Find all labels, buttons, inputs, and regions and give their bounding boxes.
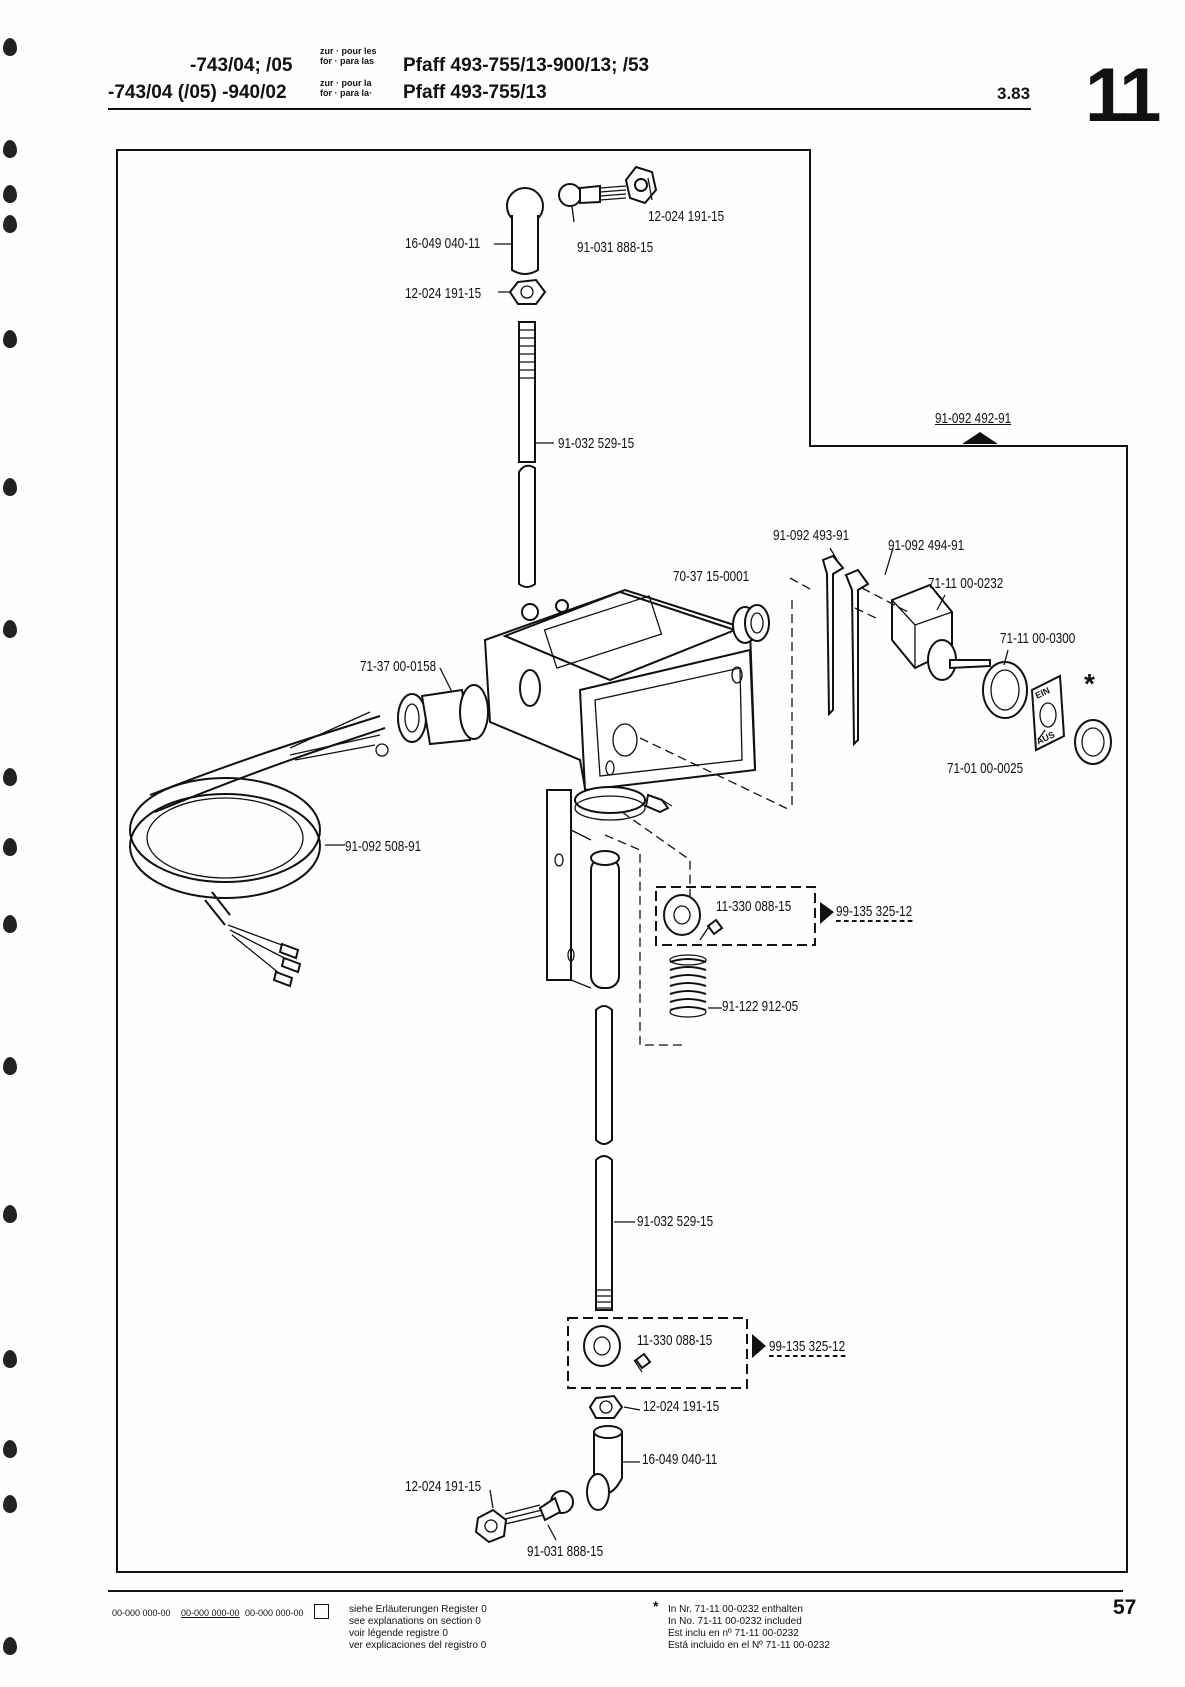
toggle-switch	[891, 583, 991, 681]
header-date: 3.83	[997, 84, 1031, 103]
switch-plate	[1030, 674, 1066, 752]
part-label: 12-024 191-15	[648, 208, 725, 225]
switch-housing	[483, 588, 757, 821]
part-label: 12-024 191-15	[405, 1478, 482, 1495]
ball-joint-top	[506, 165, 658, 275]
header-models-2: -743/04 (/05) -940/02	[108, 82, 287, 103]
arrow-right-upper	[820, 902, 834, 924]
binder-holes	[3, 0, 28, 1687]
section-number: 11	[1085, 53, 1161, 138]
set-collar-upper	[663, 894, 724, 936]
subassembly-box-upper	[655, 886, 816, 946]
part-label: 11-330 088-15	[716, 898, 792, 915]
part-label: 71-01 00-0025	[947, 760, 1024, 777]
rod-upper	[518, 321, 536, 588]
part-label: 91-031 888-15	[527, 1543, 604, 1560]
header-machine-2: Pfaff 493-755/13	[403, 82, 547, 103]
part-label: 12-024 191-15	[405, 285, 482, 302]
part-label: 70-37 15-0001	[673, 568, 750, 585]
legend-code: 00-000 000-00	[181, 1608, 240, 1618]
part-label: 91-032 529-15	[558, 435, 635, 452]
part-label: 16-049 040-11	[642, 1451, 718, 1468]
legend-code: 00-000 000-00	[112, 1608, 171, 1618]
cable-gland	[397, 684, 489, 746]
part-label: 12-024 191-15	[643, 1398, 720, 1415]
part-label: 91-092 508-91	[345, 838, 422, 855]
part-label: 91-032 529-15	[637, 1213, 714, 1230]
part-label: 91-092 493-91	[773, 527, 850, 544]
set-collar-lower	[583, 1325, 652, 1370]
page-number: 57	[1113, 1596, 1137, 1619]
ball-stud-lower	[474, 1490, 574, 1544]
part-label: 11-330 088-15	[637, 1332, 713, 1349]
arrow-right-lower	[752, 1334, 766, 1358]
legend-notes: siehe Erläuterungen Register 0 see expla…	[349, 1604, 487, 1651]
compression-spring	[669, 954, 707, 1018]
part-label: 91-092 494-91	[888, 537, 965, 554]
part-label: 91-122 912-05	[722, 998, 799, 1015]
footer-rule	[108, 1590, 1123, 1592]
asterisk-notes: In Nr. 71-11 00-0232 enthalten In No. 71…	[668, 1604, 830, 1651]
hinge-column	[546, 789, 620, 989]
ball-socket-lower	[586, 1425, 623, 1511]
part-label: 71-11 00-0300	[1000, 630, 1076, 647]
cable-coil	[129, 711, 389, 988]
header-rule	[108, 108, 1031, 110]
arrow-up-indicator	[962, 432, 998, 444]
part-label: 99-135 325-12	[836, 903, 913, 922]
housing-screw	[644, 793, 670, 814]
switch-nut	[1074, 719, 1112, 765]
legend-box	[314, 1604, 329, 1619]
part-label: 71-11 00-0232	[928, 575, 1004, 592]
cable-lugs	[821, 554, 870, 747]
nut-top	[508, 278, 547, 305]
part-label: 99-135 325-12	[769, 1338, 846, 1357]
header-models-1: -743/04; /05	[190, 55, 293, 76]
grommet	[732, 604, 770, 644]
footer-asterisk: *	[653, 1598, 659, 1614]
subassembly-box-lower	[567, 1317, 748, 1389]
rod-lower	[595, 1005, 613, 1311]
part-label: 71-37 00-0158	[360, 658, 437, 675]
asterisk-mark: *	[1084, 668, 1095, 699]
header-machine-1: Pfaff 493-755/13-900/13; /53	[403, 55, 650, 76]
nut-lower	[588, 1394, 624, 1419]
part-label: 91-092 492-91	[935, 410, 1012, 427]
part-label: 16-049 040-11	[405, 235, 481, 252]
part-label: 91-031 888-15	[577, 239, 654, 256]
diagram-frame	[116, 149, 1128, 1573]
legend-code: 00-000 000-00	[245, 1608, 304, 1618]
